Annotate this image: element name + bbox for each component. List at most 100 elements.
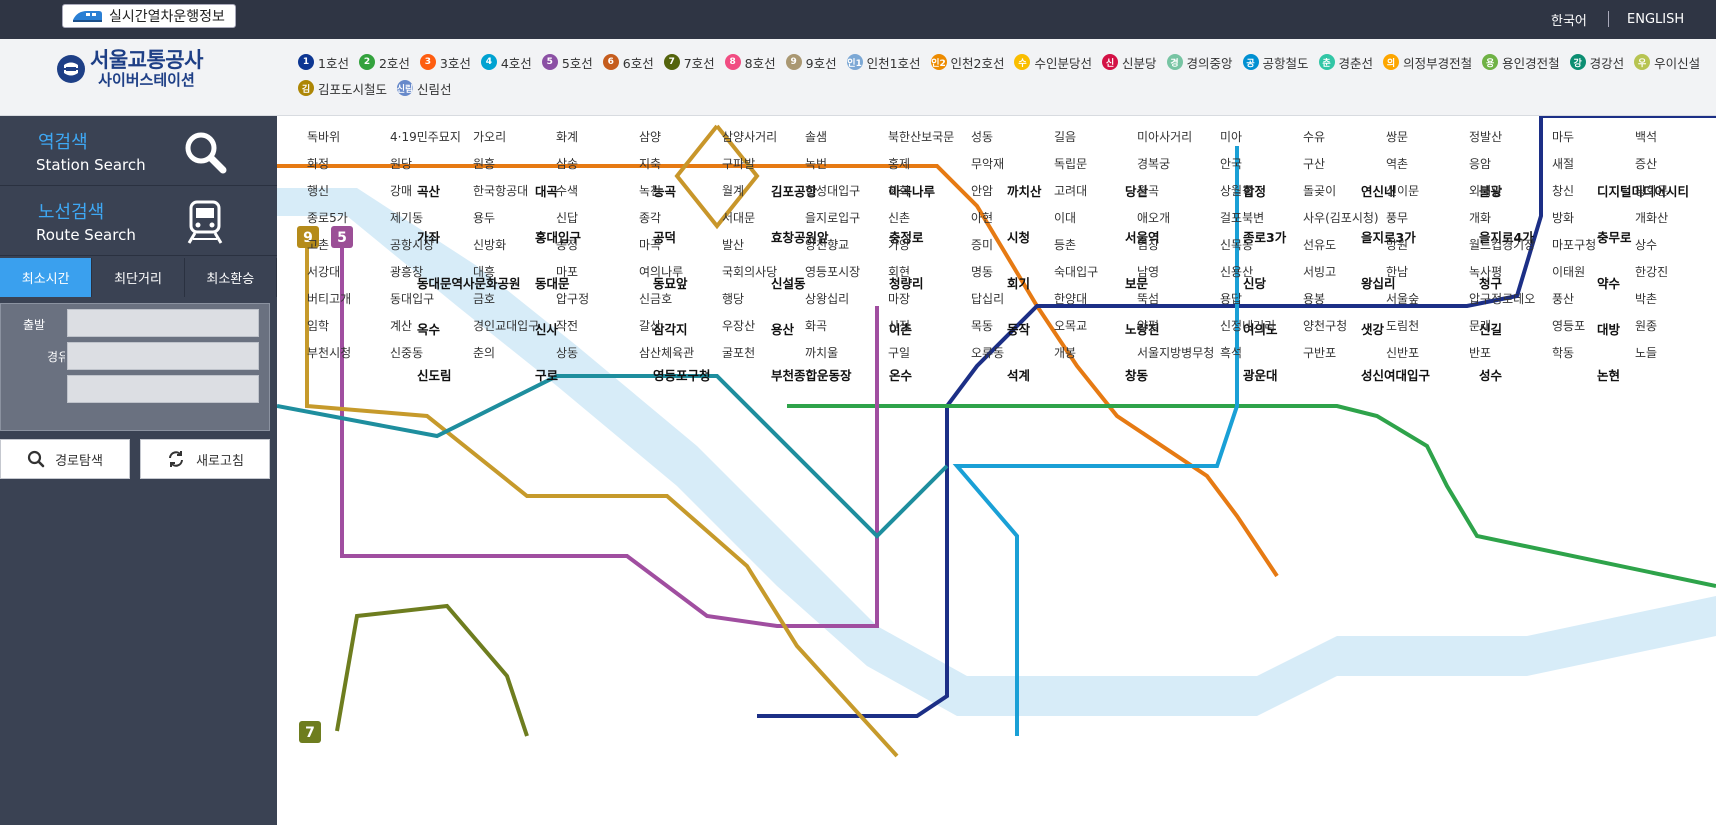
station-label[interactable]: 한양대: [1054, 292, 1087, 306]
station-label[interactable]: 무악재: [971, 157, 1004, 171]
station-label[interactable]: 온수: [889, 368, 913, 383]
station-label[interactable]: 개화: [1469, 211, 1491, 225]
station-label[interactable]: 백석: [1635, 130, 1657, 144]
station-label[interactable]: 광화문: [1635, 184, 1668, 198]
station-label[interactable]: 마포: [556, 265, 578, 279]
station-label[interactable]: 삼산체육관: [639, 346, 694, 360]
station-label[interactable]: 목동: [971, 319, 993, 333]
station-label[interactable]: 영등포: [1552, 319, 1585, 333]
station-label[interactable]: 학동: [1552, 346, 1574, 360]
lang-english-link[interactable]: ENGLISH: [1627, 12, 1685, 27]
station-label[interactable]: 원당: [390, 157, 412, 171]
station-label[interactable]: 원종: [1635, 319, 1657, 333]
station-label[interactable]: 신정네거리: [1220, 319, 1275, 333]
arrival-input[interactable]: [67, 375, 259, 403]
station-label[interactable]: 신중동: [390, 346, 423, 360]
station-label[interactable]: 까치울: [805, 346, 838, 360]
line-5-badge[interactable]: 5: [331, 226, 353, 248]
station-label[interactable]: 방화: [1552, 211, 1574, 225]
station-label[interactable]: 회현: [888, 265, 910, 279]
station-label[interactable]: 길음: [1054, 130, 1076, 144]
station-label[interactable]: 마장: [888, 292, 910, 306]
station-label[interactable]: 계산: [390, 319, 412, 333]
station-label[interactable]: 선유도: [1303, 238, 1336, 252]
station-label[interactable]: 용답: [1220, 292, 1242, 306]
station-label[interactable]: 까치산: [1007, 184, 1042, 199]
station-label[interactable]: 반포: [1469, 346, 1491, 360]
station-label[interactable]: 혜화: [888, 184, 910, 198]
station-label[interactable]: 영등포시장: [805, 265, 860, 279]
station-label[interactable]: 상수: [1635, 238, 1657, 252]
station-label[interactable]: 상왕십리: [805, 292, 849, 306]
station-label[interactable]: 안국: [1220, 157, 1242, 171]
station-label[interactable]: 신방화: [473, 238, 506, 252]
station-label[interactable]: 개화산: [1635, 211, 1668, 225]
station-label[interactable]: 마포구청: [1552, 238, 1596, 252]
station-label[interactable]: 송정: [556, 238, 578, 252]
station-label[interactable]: 미아사거리: [1137, 130, 1192, 144]
station-label[interactable]: 성신여대입구: [1361, 368, 1431, 383]
station-label[interactable]: 홍제: [888, 157, 910, 171]
station-label[interactable]: 개봉: [1054, 346, 1076, 360]
station-label[interactable]: 숙대입구: [1054, 265, 1098, 279]
station-label[interactable]: 용두: [473, 211, 495, 225]
station-label[interactable]: 을지로입구: [805, 211, 860, 225]
station-label[interactable]: 종각: [639, 211, 661, 225]
station-label[interactable]: 논현: [1597, 368, 1620, 383]
station-label[interactable]: 강매: [390, 184, 412, 198]
station-label[interactable]: 돌곶이: [1303, 184, 1336, 198]
station-label[interactable]: 광운대: [1243, 368, 1278, 383]
station-label[interactable]: 성동: [971, 130, 993, 144]
station-label[interactable]: 망원: [1386, 238, 1408, 252]
station-label[interactable]: 국회의사당: [722, 265, 777, 279]
station-label[interactable]: 연신내: [1361, 184, 1396, 199]
station-label[interactable]: 남영: [1137, 265, 1159, 279]
station-label[interactable]: 충정로: [889, 230, 924, 245]
station-label[interactable]: 동대입구: [390, 292, 434, 306]
station-label[interactable]: 용봉: [1303, 292, 1325, 306]
station-label[interactable]: 보문: [1125, 276, 1149, 291]
station-label[interactable]: 춘의: [473, 346, 495, 360]
station-label[interactable]: 이대: [1054, 211, 1076, 225]
station-label[interactable]: 구일: [888, 346, 910, 360]
station-label[interactable]: 압구정: [556, 292, 589, 306]
station-label[interactable]: 노량진: [1125, 322, 1160, 337]
station-label[interactable]: 서울역: [1125, 230, 1160, 245]
station-label[interactable]: 옥수: [417, 322, 441, 337]
station-label[interactable]: 동묘앞: [653, 276, 688, 291]
station-label[interactable]: 한국항공대: [473, 184, 528, 198]
tab-min-transfer[interactable]: 최소환승: [184, 258, 277, 297]
station-label[interactable]: 안암: [971, 184, 993, 198]
station-label[interactable]: 종로3가: [1243, 230, 1287, 245]
line-9-badge[interactable]: 9: [297, 226, 319, 248]
station-label[interactable]: 도림천: [1386, 318, 1419, 333]
station-label[interactable]: 경복궁: [1137, 157, 1170, 171]
station-label[interactable]: 서대문: [722, 211, 755, 225]
station-search-menu[interactable]: 역검색 Station Search: [0, 116, 277, 186]
station-label[interactable]: 뚝섬: [1137, 292, 1159, 306]
station-label[interactable]: 월드컵경기장: [1469, 238, 1535, 252]
station-label[interactable]: 솔샘: [805, 130, 827, 144]
station-label[interactable]: 구산: [1303, 157, 1325, 171]
station-label[interactable]: 고촌: [307, 238, 329, 252]
station-label[interactable]: 마곡나루: [889, 184, 936, 199]
station-label[interactable]: 신사: [535, 322, 559, 337]
station-label[interactable]: 미아: [1220, 130, 1242, 144]
station-label[interactable]: 문래: [1469, 319, 1491, 333]
station-label[interactable]: 답십리: [971, 292, 1004, 306]
station-label[interactable]: 부천종합운동장: [771, 368, 852, 383]
station-label[interactable]: 버티고개: [307, 292, 351, 306]
station-label[interactable]: 사우(김포시청): [1303, 211, 1379, 225]
departure-input[interactable]: [67, 309, 259, 337]
tab-shortest-distance[interactable]: 최단거리: [92, 258, 185, 297]
station-label[interactable]: 풍무: [1386, 211, 1408, 225]
